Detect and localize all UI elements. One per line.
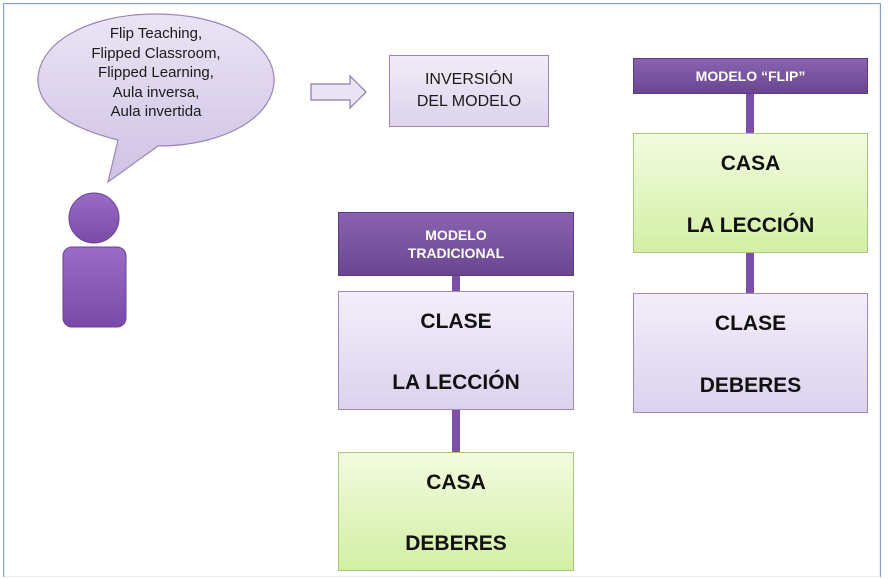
traditional-connector-top	[452, 276, 460, 291]
bubble-line: Flipped Classroom,	[91, 44, 221, 62]
inversion-line1: INVERSIÓN	[424, 71, 513, 88]
speech-bubble	[37, 13, 275, 184]
flip-home-title: CASA	[720, 152, 781, 175]
flip-class-subtitle: DEBERES	[699, 374, 802, 397]
flip-connector-bottom	[746, 253, 754, 293]
traditional-class-subtitle: LA LECCIÓN	[392, 371, 520, 394]
inversion-box: INVERSIÓN DEL MODELO	[389, 55, 549, 127]
traditional-header-line1: MODELO	[425, 227, 487, 243]
flip-header-label: MODELO “FLIP”	[695, 68, 806, 84]
bubble-line: Flip Teaching,	[109, 25, 203, 42]
diagram-frame	[3, 3, 881, 577]
traditional-header-line2: TRADICIONAL	[407, 245, 505, 261]
traditional-class-title: CLASE	[420, 310, 492, 333]
flip-class-box: CLASE DEBERES	[633, 293, 868, 413]
bubble-line: Flipped Learning,	[98, 64, 214, 81]
inversion-line2: DEL MODELO	[416, 93, 522, 110]
traditional-home-box: CASA DEBERES	[338, 452, 574, 571]
traditional-model-header: MODELO TRADICIONAL	[338, 212, 574, 276]
person-head-icon	[68, 192, 120, 244]
traditional-connector-bottom	[452, 410, 460, 452]
traditional-home-subtitle: DEBERES	[405, 532, 507, 555]
right-arrow-icon	[310, 74, 367, 110]
traditional-class-box: CLASE LA LECCIÓN	[338, 291, 574, 410]
flip-model-header: MODELO “FLIP”	[633, 58, 868, 94]
traditional-home-title: CASA	[426, 471, 486, 494]
person-body-icon	[62, 246, 127, 328]
flip-home-subtitle: LA LECCIÓN	[686, 214, 815, 237]
flip-home-box: CASA LA LECCIÓN	[633, 133, 868, 253]
bubble-text: Flip Teaching, Flipped Classroom, Flippe…	[44, 24, 268, 122]
flip-class-title: CLASE	[714, 312, 787, 335]
flip-connector-top	[746, 94, 754, 133]
bubble-line: Aula inversa,	[112, 83, 200, 101]
bubble-line: Aula invertida	[110, 103, 202, 120]
